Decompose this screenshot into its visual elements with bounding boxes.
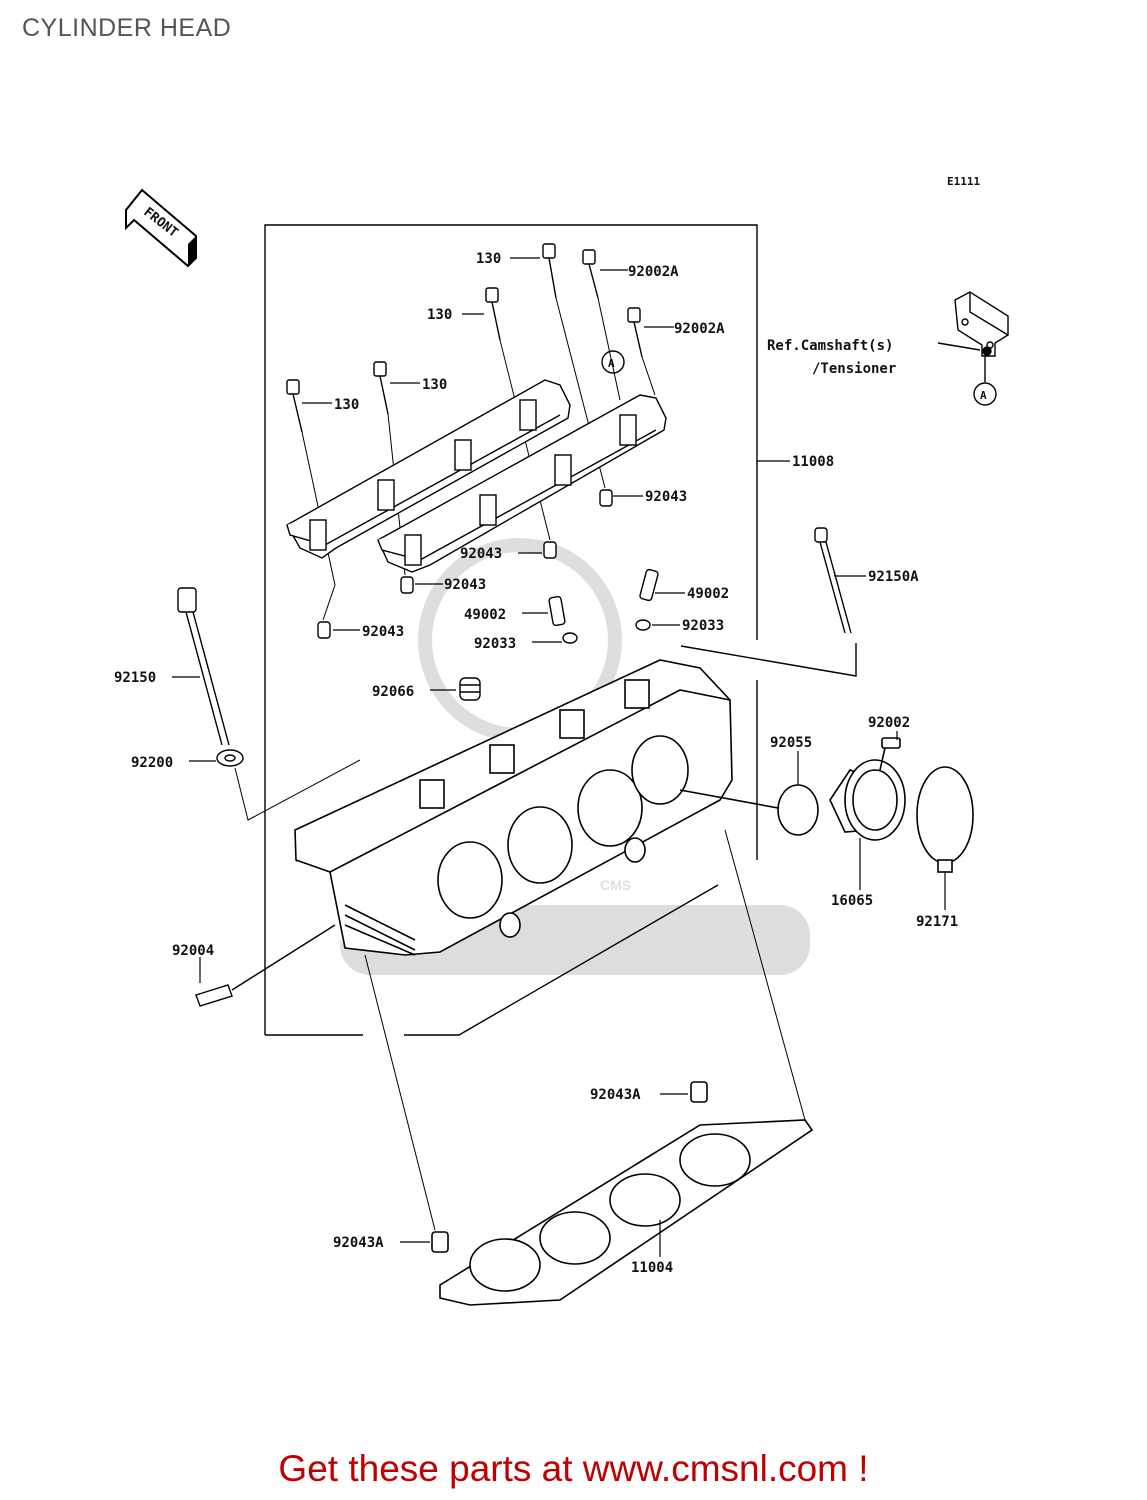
cylinder-head-icon <box>294 659 733 956</box>
camshaft-cap-icons <box>286 379 667 573</box>
svg-text:A: A <box>608 357 615 370</box>
label-92043A-a: 92043A <box>590 1087 641 1103</box>
label-130-d: 130 <box>334 397 359 413</box>
bolt-icons <box>286 243 643 433</box>
label-11008: 11008 <box>792 454 834 470</box>
diagram-code: E1111 <box>947 175 980 188</box>
marker-a-bolt: A <box>601 350 625 374</box>
label-92043-c: 92043 <box>444 577 486 593</box>
label-92002: 92002 <box>868 715 910 731</box>
leader-lines <box>172 257 946 1257</box>
label-92171: 92171 <box>916 914 958 930</box>
front-arrow-icon: FRONT <box>125 188 197 268</box>
ref-camshaft-text: Ref.Camshaft(s) <box>767 338 893 354</box>
footer-link[interactable]: Get these parts at www.cmsnl.com ! <box>278 1448 869 1489</box>
label-92055: 92055 <box>770 735 812 751</box>
tensioner-bracket-icon <box>937 291 1009 382</box>
label-49002-a: 49002 <box>687 586 729 602</box>
label-92043-b: 92043 <box>460 546 502 562</box>
intake-parts-icons <box>679 737 974 873</box>
long-bolt-icons <box>177 527 852 767</box>
label-92150: 92150 <box>114 670 156 686</box>
gasket-icon <box>431 1081 814 1306</box>
label-92033-a: 92033 <box>682 618 724 634</box>
label-49002-b: 49002 <box>464 607 506 623</box>
assembly-bracket <box>264 224 857 1036</box>
label-130-a: 130 <box>476 251 501 267</box>
valve-guide-icons <box>459 568 659 701</box>
ref-tensioner-text: /Tensioner <box>812 361 896 377</box>
label-92043-d: 92043 <box>362 624 404 640</box>
label-130-b: 130 <box>427 307 452 323</box>
label-92043A-b: 92043A <box>333 1235 384 1251</box>
long-bolt-guide <box>234 759 361 821</box>
watermark-cms: CMS <box>600 877 631 893</box>
label-11004: 11004 <box>631 1260 673 1276</box>
marker-a-ref: A <box>973 382 997 406</box>
label-92150A: 92150A <box>868 569 919 585</box>
label-130-c: 130 <box>422 377 447 393</box>
svg-text:A: A <box>980 389 987 402</box>
dowel-pin-icons <box>317 489 613 639</box>
label-92043-a: 92043 <box>645 489 687 505</box>
stud-icon <box>195 924 336 1007</box>
gasket-guide-lines <box>364 829 806 1231</box>
label-92200: 92200 <box>131 755 173 771</box>
label-92033-b: 92033 <box>474 636 516 652</box>
label-92002A-a: 92002A <box>628 264 679 280</box>
label-92066: 92066 <box>372 684 414 700</box>
label-92004: 92004 <box>172 943 214 959</box>
label-16065: 16065 <box>831 893 873 909</box>
label-92002A-b: 92002A <box>674 321 725 337</box>
page-title: CYLINDER HEAD <box>22 14 232 42</box>
